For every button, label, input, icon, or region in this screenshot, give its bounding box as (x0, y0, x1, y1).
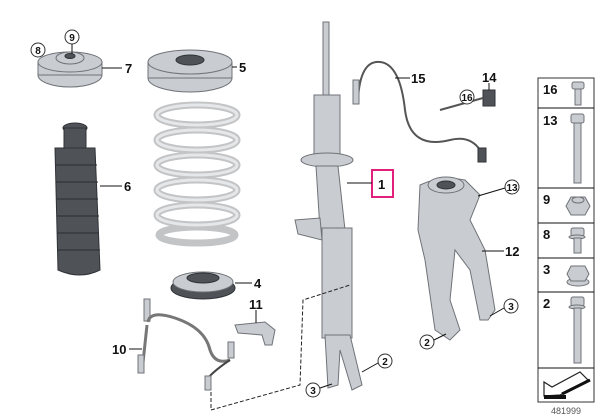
self-locking-nut-icon (565, 196, 591, 216)
callout-circle-3b (503, 298, 519, 314)
support-bearing-part[interactable] (37, 51, 103, 88)
callout-2-strut: 2 (382, 357, 388, 368)
shock-strut-part[interactable] (294, 21, 363, 391)
callout-12: 12 (505, 244, 519, 259)
panel-label-8: 8 (543, 227, 550, 242)
flange-bolt-icon (568, 227, 586, 254)
swivel-bearing-part[interactable] (417, 176, 496, 341)
callout-5: 5 (239, 60, 246, 75)
panel-label-13: 13 (543, 113, 557, 128)
height-sensor-part[interactable] (439, 89, 496, 111)
callout-circle-8 (30, 42, 46, 58)
panel-label-16: 16 (543, 82, 557, 97)
callout-16: 16 (461, 93, 473, 104)
callout-14: 14 (482, 70, 497, 85)
sensor-bracket-part[interactable] (234, 321, 276, 346)
callout-3-bearing: 3 (508, 302, 514, 313)
hex-bolt-long-icon (570, 113, 585, 184)
panel-label-3: 3 (543, 262, 550, 277)
callout-circle-13 (504, 179, 520, 195)
callout-circle-16 (459, 89, 475, 105)
callout-7: 7 (125, 61, 132, 76)
panel-label-9: 9 (543, 192, 550, 207)
callout-15: 15 (411, 71, 425, 86)
callout-circle-3 (305, 382, 321, 398)
callout-6: 6 (124, 179, 131, 194)
collar-nut-icon (566, 265, 590, 287)
upper-spring-seat-part[interactable] (147, 49, 233, 93)
callout-11: 11 (249, 297, 263, 312)
dust-boot-part[interactable] (54, 122, 101, 276)
lower-spring-seat-part[interactable] (170, 271, 236, 300)
callout-13: 13 (506, 183, 518, 194)
callout-circle-2b (419, 334, 435, 350)
direction-arrow-icon (543, 371, 591, 399)
callout-1: 1 (378, 177, 385, 192)
panel-label-2: 2 (543, 296, 550, 311)
callout-3-strut: 3 (310, 386, 316, 397)
hex-bolt-icon (568, 296, 586, 364)
sensor-cable-part[interactable] (352, 60, 487, 163)
flange-bolt-short-icon (571, 81, 585, 106)
callout-9: 9 (69, 33, 75, 44)
callout-2-bearing: 2 (424, 338, 430, 349)
diagram-number: 481999 (551, 406, 581, 416)
callout-8: 8 (35, 46, 41, 57)
small-parts-panel: 16 13 9 8 3 2 (537, 77, 595, 403)
connection-dashed-line (210, 284, 351, 411)
callout-10: 10 (112, 342, 126, 357)
wear-sensor-wire-part[interactable] (137, 298, 235, 391)
callout-circle-2 (377, 353, 393, 369)
callout-4: 4 (254, 276, 262, 291)
